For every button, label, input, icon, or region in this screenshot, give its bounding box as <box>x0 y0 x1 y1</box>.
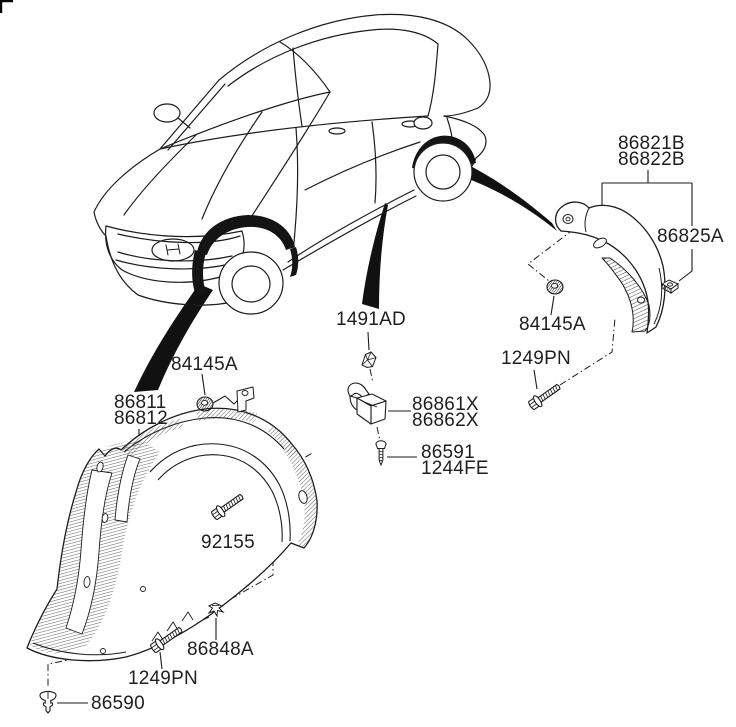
callout-rear-bolt: 1249PN <box>501 348 571 369</box>
part-number: 1249PN <box>501 348 571 369</box>
part-number: 92155 <box>201 532 255 553</box>
part-number: 86825A <box>657 226 724 247</box>
callout-bracket: 86861X 86862X <box>412 394 479 431</box>
front-wheel-guard-part <box>26 386 318 662</box>
screw-86591-icon <box>375 440 387 467</box>
callout-front-side-clip: 86848A <box>187 639 254 660</box>
part-number: 86862X <box>412 410 479 431</box>
part-number: 86848A <box>187 639 254 660</box>
callout-front-guard: 86811 86812 <box>114 392 168 429</box>
callout-bracket-screw: 86591 1244FE <box>421 442 489 479</box>
callout-rear-guard: 86821B 86822B <box>618 133 685 170</box>
rear-wheel <box>413 142 473 202</box>
part-number: 86821B <box>618 133 685 154</box>
callout-rear-nut: 84145A <box>519 314 586 335</box>
part-number: 84145A <box>519 314 586 335</box>
callout-sill-clip: 1491AD <box>336 309 406 330</box>
part-number: 1491AD <box>336 309 406 330</box>
part-number: 86811 <box>114 392 167 413</box>
clip-86848a-icon <box>207 602 225 618</box>
rear-arch-highlight <box>412 135 476 169</box>
part-number: 86861X <box>412 394 479 415</box>
front-wheel <box>218 251 284 315</box>
clip-1491ad-icon <box>361 351 377 369</box>
part-number: 1249PN <box>128 668 198 689</box>
part-number: 86590 <box>91 693 145 714</box>
page-corner-mark <box>0 0 13 13</box>
bolt-1249pn-rear-icon <box>526 380 564 412</box>
part-number: 86591 <box>421 442 475 463</box>
front-arch-highlight <box>197 215 295 255</box>
arrow-sill <box>362 203 388 309</box>
vehicle-illustration <box>93 13 491 315</box>
flange-nut-rear-icon <box>546 279 564 295</box>
mounting-bracket-part <box>347 382 387 425</box>
side-mirror <box>153 103 433 130</box>
part-number: 86812 <box>114 408 168 429</box>
part-number: 84145A <box>171 354 238 375</box>
part-number: 1244FE <box>421 458 489 479</box>
callout-front-lower-bolt: 1249PN <box>128 668 198 689</box>
arrow-front-guard <box>134 284 213 392</box>
guard-mounting-tab <box>236 386 255 413</box>
part-number: 86822B <box>618 149 685 170</box>
callout-front-bottom-clip: 86590 <box>91 693 145 714</box>
callout-rear-guard-nut: 86825A <box>657 226 724 247</box>
callout-front-upper-bolt: 92155 <box>201 532 255 553</box>
clip-86590-icon <box>39 690 57 714</box>
door-handle <box>328 127 346 135</box>
callout-front-nut: 84145A <box>171 354 238 375</box>
square-nut-icon <box>660 279 680 294</box>
rear-wheel-guard-part <box>554 201 666 334</box>
flange-nut-front-icon <box>196 396 214 412</box>
